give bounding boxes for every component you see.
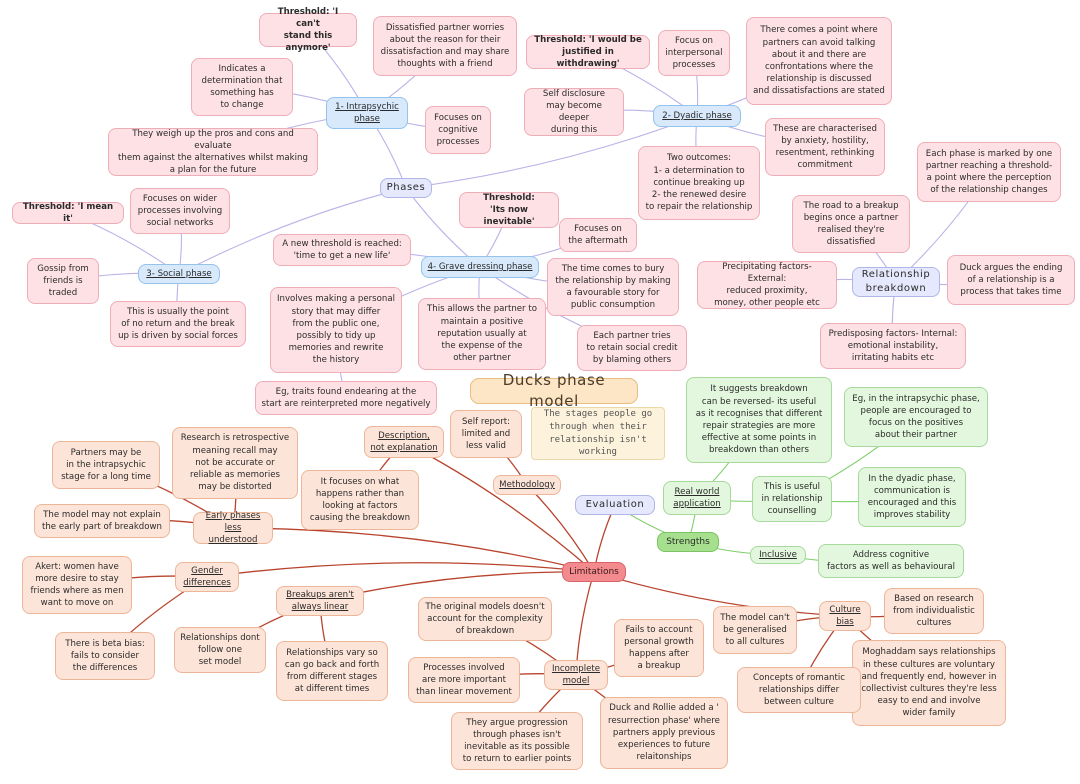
early-phases-partners[interactable]: Partners may be in the intrapsychic stag… [52, 441, 160, 489]
description-focus[interactable]: It focuses on what happens rather than l… [301, 470, 419, 530]
intrapsychic-phase-node[interactable]: 1- Intrapsychic phase [326, 97, 408, 129]
early-phases-research[interactable]: Research is retrospective meaning recall… [172, 427, 298, 499]
culture-concepts[interactable]: Concepts of romantic relationships diffe… [737, 667, 861, 713]
dyadic-self-disclosure[interactable]: Self disclosure may become deeper during… [524, 88, 624, 136]
methodology-node[interactable]: Methodology [493, 475, 561, 495]
incomplete-resurrection-phase[interactable]: Duck and Rollie added a ' resurrection p… [600, 697, 728, 769]
breakdown-predisposing-factors[interactable]: Predisposing factors- Internal: emotiona… [820, 323, 966, 369]
grave-dressing-new-life[interactable]: A new threshold is reached: 'time to get… [273, 234, 411, 266]
breakups-follow[interactable]: Relationships dont follow one set model [174, 627, 266, 673]
early-phases-model[interactable]: The model may not explain the early part… [34, 504, 170, 538]
social-networks[interactable]: Focuses on wider processes involving soc… [130, 188, 230, 234]
culture-bias-node[interactable]: Culture bias [819, 601, 871, 631]
relationship-breakdown-node[interactable]: Relationship breakdown [852, 267, 940, 297]
dyadic-confrontation[interactable]: There comes a point where partners can a… [746, 17, 892, 105]
dyadic-outcomes[interactable]: Two outcomes: 1- a determination to cont… [638, 146, 760, 220]
grave-dressing-personal-story[interactable]: Involves making a personal story that ma… [270, 287, 402, 373]
social-point-of-no-return[interactable]: This is usually the point of no return a… [110, 301, 246, 347]
intrapsychic-cognitive[interactable]: Focuses on cognitive processes [425, 106, 491, 154]
methodology-self-report[interactable]: Self report: limited and less valid [450, 410, 522, 458]
social-threshold[interactable]: Threshold: 'I mean it' [12, 202, 124, 224]
gender-beta-bias[interactable]: There is beta bias: fails to consider th… [55, 632, 155, 680]
connector-phases-ph2 [405, 115, 698, 189]
culture-moghaddam[interactable]: Moghaddam says relationships in these cu… [852, 640, 1006, 726]
incomplete-progression[interactable]: They argue progression through phases is… [451, 712, 583, 770]
connector-limitations-culture [593, 571, 846, 617]
dyadic-interpersonal[interactable]: Focus on interpersonal processes [658, 30, 730, 76]
connector-limitations-early [232, 527, 595, 573]
breakups-not-linear-node[interactable]: Breakups aren't always linear [276, 586, 364, 616]
breakdown-process[interactable]: Duck argues the ending of a relationship… [947, 255, 1075, 305]
real-world-application-node[interactable]: Real world application [663, 481, 731, 515]
connector-phases-ph3 [178, 187, 407, 275]
incomplete-processes[interactable]: Processes involved are more important th… [408, 657, 520, 703]
grave-dressing-maintain[interactable]: This allows the partner to maintain a po… [418, 298, 546, 370]
social-phase-node[interactable]: 3- Social phase [138, 264, 220, 284]
dyadic-phase-node[interactable]: 2- Dyadic phase [653, 105, 741, 127]
gender-differences-node[interactable]: Gender differences [175, 562, 239, 592]
grave-dressing-threshold[interactable]: Threshold: 'Its now inevitable' [459, 192, 559, 228]
map-title[interactable]: Ducks phase model [470, 371, 638, 410]
breakdown-road[interactable]: The road to a breakup begins once a part… [792, 195, 910, 253]
description-not-explanation-node[interactable]: Description, not explanation [364, 426, 444, 458]
rwa-reversed[interactable]: It suggests breakdown can be reversed- i… [686, 377, 832, 463]
breakdown-threshold-note[interactable]: Each phase is marked by one partner reac… [917, 142, 1061, 202]
map-subtitle[interactable]: The stages people go through when their … [531, 407, 665, 460]
dyadic-characterised[interactable]: These are characterised by anxiety, host… [765, 118, 885, 176]
grave-dressing-bury[interactable]: The time comes to bury the relationship … [547, 258, 679, 316]
breakups-vary[interactable]: Relationships vary so can go back and fo… [276, 641, 388, 701]
incomplete-growth[interactable]: Fails to account personal growth happens… [614, 619, 704, 677]
culture-research[interactable]: Based on research from individualistic c… [884, 588, 984, 634]
incomplete-model-node[interactable]: Incomplete model [544, 660, 608, 690]
grave-dressing-traits[interactable]: Eg, traits found endearing at the start … [255, 381, 437, 415]
incomplete-original[interactable]: The original models doesn't account for … [418, 597, 552, 641]
social-gossip[interactable]: Gossip from friends is traded [27, 258, 99, 304]
grave-dressing-social-credit[interactable]: Each partner tries to retain social cred… [577, 325, 687, 371]
connector-limitations-gender [206, 562, 595, 578]
rwa-dyadic-example[interactable]: In the dyadic phase, communication is en… [858, 467, 966, 527]
culture-generalised[interactable]: The model can't be generalised to all cu… [713, 606, 797, 654]
rwa-intrapsychic-example[interactable]: Eg, in the intrapsychic phase, people ar… [844, 387, 988, 447]
connector-limitations-desc [403, 441, 595, 573]
phases-node[interactable]: Phases [380, 178, 432, 198]
intrapsychic-worries[interactable]: Dissatisfied partner worries about the r… [373, 16, 517, 76]
intrapsychic-threshold[interactable]: Threshold: 'I can't stand this anymore' [259, 7, 357, 53]
early-phases-node[interactable]: Early phases less understood [193, 511, 273, 545]
intrapsychic-determination[interactable]: Indicates a determination that something… [191, 58, 293, 116]
rwa-counselling[interactable]: This is useful in relationship counselli… [752, 476, 832, 522]
strengths-node[interactable]: Strengths [657, 532, 719, 552]
inclusive-factors[interactable]: Address cognitive factors as well as beh… [818, 544, 964, 578]
breakdown-precipitating-factors[interactable]: Precipitating factors- External: reduced… [697, 261, 837, 309]
inclusive-node[interactable]: Inclusive [750, 546, 806, 564]
dyadic-threshold[interactable]: Threshold: 'I would be justified in with… [526, 35, 650, 69]
evaluation-node[interactable]: Evaluation [575, 495, 655, 515]
gender-akert[interactable]: Akert: women have more desire to stay fr… [22, 556, 132, 614]
grave-dressing-phase-node[interactable]: 4- Grave dressing phase [421, 256, 539, 278]
grave-dressing-aftermath[interactable]: Focuses on the aftermath [559, 218, 637, 252]
intrapsychic-weigh-up[interactable]: They weigh up the pros and cons and eval… [108, 128, 318, 176]
limitations-node[interactable]: Limitations [562, 562, 626, 582]
